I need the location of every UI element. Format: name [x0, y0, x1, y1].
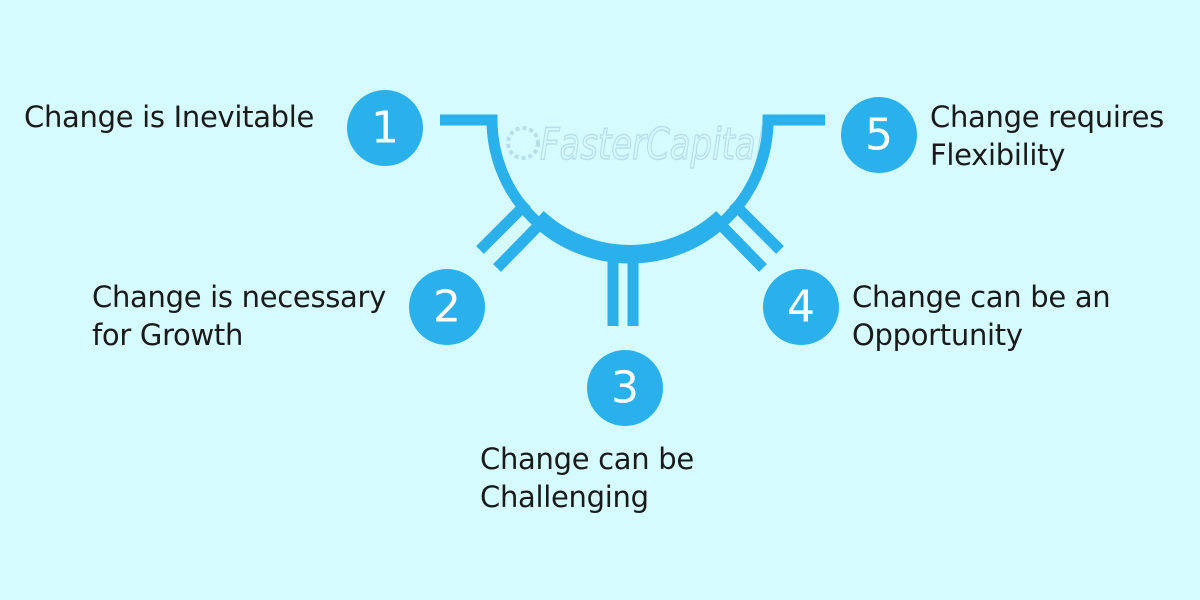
- connector-spoke-2b: [493, 218, 546, 272]
- node-label-3-line-1: Change can be: [480, 442, 694, 476]
- node-label-4-line-2: Opportunity: [852, 318, 1023, 352]
- connector-inner-arc: [536, 210, 724, 256]
- connector-structure: [440, 114, 825, 326]
- node-number-4: 4: [787, 282, 815, 333]
- node-number-2: 2: [433, 282, 461, 333]
- node-label-4: Change can be an Opportunity: [852, 278, 1111, 354]
- connector-spoke-4b: [714, 218, 767, 272]
- node-badge-1: 1: [347, 90, 423, 166]
- gear-icon: [506, 126, 540, 160]
- node-label-5-line-2: Flexibility: [930, 138, 1066, 172]
- connector-spoke-2a: [476, 199, 531, 254]
- node-number-1: 1: [371, 103, 399, 154]
- node-badge-4: 4: [763, 269, 839, 345]
- node-label-5: Change requires Flexibility: [930, 98, 1164, 174]
- node-number-3: 3: [611, 363, 639, 414]
- connector-arc: [440, 114, 825, 264]
- node-label-1: Change is Inevitable: [24, 98, 314, 136]
- watermark-text: FasterCapital: [540, 119, 766, 170]
- node-label-2-line-2: for Growth: [92, 318, 244, 352]
- watermark: FasterCapital: [506, 118, 766, 171]
- connector-spoke-4a: [729, 199, 784, 254]
- node-badge-2: 2: [409, 269, 485, 345]
- node-label-2: Change is necessary for Growth: [92, 278, 386, 354]
- node-label-4-line-1: Change can be an: [852, 280, 1111, 314]
- node-number-5: 5: [865, 110, 893, 161]
- node-label-5-line-1: Change requires: [930, 100, 1164, 134]
- node-badge-3: 3: [587, 350, 663, 426]
- node-label-3: Change can be Challenging: [480, 440, 694, 516]
- node-badge-5: 5: [841, 97, 917, 173]
- node-label-1-line-1: Change is Inevitable: [24, 100, 315, 134]
- node-label-2-line-1: Change is necessary: [92, 280, 387, 314]
- node-label-3-line-2: Challenging: [480, 480, 649, 514]
